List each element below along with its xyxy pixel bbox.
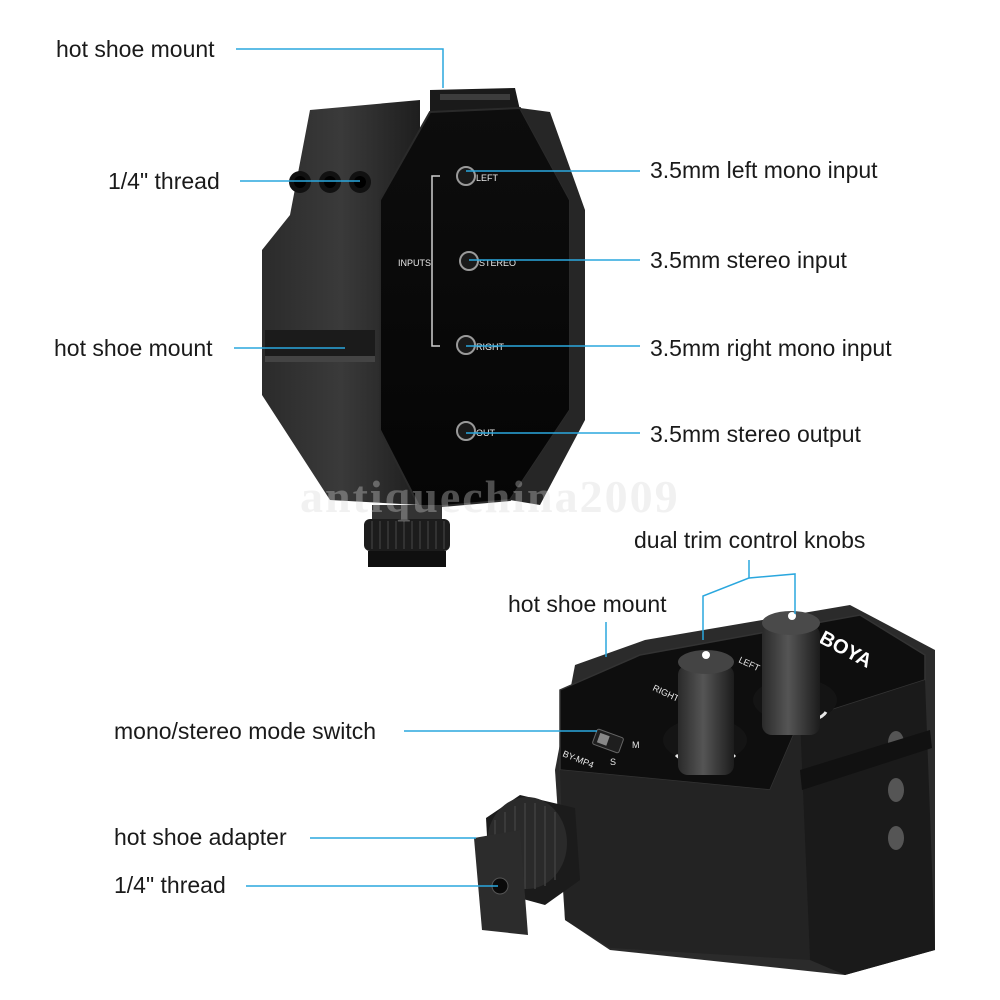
callout-quarter-thread-top: 1/4" thread: [108, 168, 220, 194]
label-stereo: STEREO: [479, 258, 516, 268]
top-device-front-panel: [379, 106, 571, 510]
callout-hot-shoe-mount-top: hot shoe mount: [56, 36, 215, 62]
stereo-input-jack: [459, 251, 479, 271]
switch-label-s: S: [610, 757, 616, 767]
callout-trim-knobs: dual trim control knobs: [634, 527, 866, 553]
side-thread-hole: [888, 778, 904, 802]
side-hot-shoe-slot: [265, 330, 375, 358]
bottom-device: BOYA BY-MP4 LEFT RIGHT S M: [474, 605, 935, 975]
left-input-jack: [456, 166, 476, 186]
callout-lines: [234, 48, 796, 887]
callout-stereo-input: 3.5mm stereo input: [650, 247, 847, 273]
right-input-jack: [456, 335, 476, 355]
switch-label-m: M: [632, 740, 640, 750]
callout-right-mono-input: 3.5mm right mono input: [650, 335, 892, 361]
callout-left-mono-input: 3.5mm left mono input: [650, 157, 878, 183]
watermark: antiquechina2009: [300, 471, 680, 522]
callout-mode-switch: mono/stereo mode switch: [114, 718, 377, 744]
stereo-output-jack: [456, 421, 476, 441]
top-device: LEFT INPUTS STEREO RIGHT OUT: [262, 88, 585, 567]
callout-hot-shoe-mount-bottom: hot shoe mount: [508, 591, 667, 617]
side-thread-hole: [888, 826, 904, 850]
label-right: RIGHT: [476, 342, 505, 352]
top-hot-shoe-foot: [372, 505, 442, 519]
label-inputs: INPUTS: [398, 258, 431, 268]
trim-knob-right: [678, 665, 734, 775]
callout-hot-shoe-mount-side: hot shoe mount: [54, 335, 213, 361]
callout-stereo-output: 3.5mm stereo output: [650, 421, 861, 447]
callout-hot-shoe-adapter: hot shoe adapter: [114, 824, 287, 850]
callout-quarter-thread-bottom: 1/4" thread: [114, 872, 226, 898]
hot-shoe-adapter: [474, 795, 580, 935]
trim-knob-left: [762, 625, 820, 735]
label-left: LEFT: [476, 173, 499, 183]
